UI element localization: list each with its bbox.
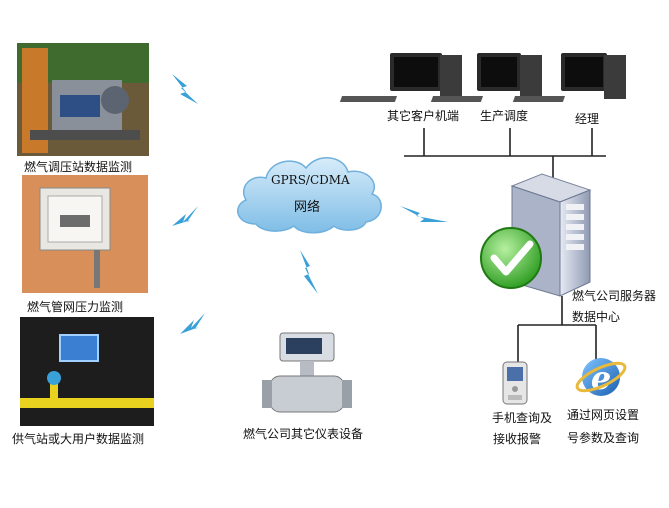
gas-pipeline-photo	[20, 317, 154, 426]
network-label-protocol: GPRS/CDMA	[271, 173, 350, 187]
client-computer-3	[512, 53, 626, 102]
internet-explorer-icon: e	[575, 358, 627, 397]
flow-meter-icon	[262, 332, 352, 413]
source-label-large-user: 供气站或大用户数据监测	[12, 432, 145, 446]
client-label-manager: 经理	[575, 112, 600, 126]
server-label-company: 燃气公司服务器	[572, 289, 657, 303]
network-label-name: 网络	[294, 200, 321, 215]
server-check-icon	[480, 173, 592, 297]
wireless-lightning-icon	[172, 74, 448, 334]
client-bus-line	[404, 128, 606, 178]
endpoint-web-line1: 通过网页设置	[567, 408, 640, 422]
source-label-pipeline: 燃气管网压力监测	[27, 300, 124, 314]
regulator-station-photo	[17, 43, 149, 156]
client-label-dispatch: 生产调度	[480, 109, 529, 123]
client-computer-1	[339, 53, 462, 102]
mobile-phone-icon	[502, 361, 528, 405]
cloud-icon	[236, 157, 382, 234]
endpoint-mobile-line1: 手机查询及	[492, 411, 553, 425]
pressure-cabinet-photo	[22, 175, 148, 293]
meter-label: 燃气公司其它仪表设备	[243, 427, 364, 441]
source-label-regulator: 燃气调压站数据监测	[24, 160, 133, 174]
client-computer-2	[430, 53, 542, 102]
client-label-other: 其它客户机端	[387, 109, 460, 123]
endpoint-mobile-line2: 接收报警	[493, 432, 542, 446]
endpoint-web-line2: 号参数及查询	[567, 431, 640, 445]
server-label-datacenter: 数据中心	[572, 310, 621, 324]
endpoint-bus-line	[517, 296, 597, 362]
